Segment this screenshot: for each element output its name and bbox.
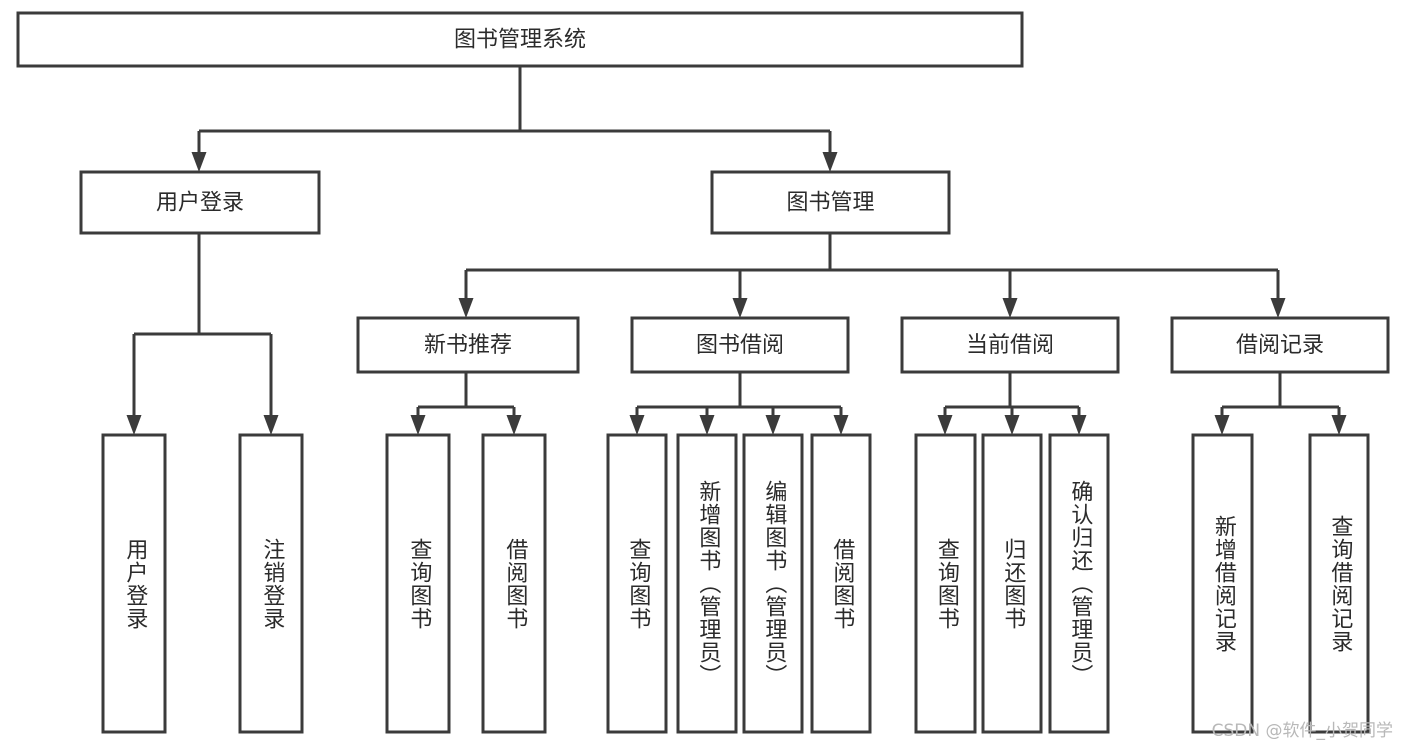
arrow-head-icon — [1004, 415, 1020, 435]
arrow-head-icon — [126, 415, 142, 435]
arrow-head-icon — [765, 415, 781, 435]
node-box-leaf-user-login[interactable] — [101, 433, 167, 734]
connector-book-borrow-to-leaves — [629, 372, 849, 435]
node-box-book-borrow[interactable] — [630, 316, 850, 374]
node-box-leaf-query-borrow-record[interactable] — [1308, 433, 1370, 734]
connector-current-borrow-to-leaves — [937, 372, 1087, 435]
arrow-head-icon — [1270, 298, 1286, 318]
arrow-head-icon — [629, 415, 645, 435]
node-label-book-borrow: 图书借阅 — [696, 333, 784, 358]
node-label-new-book-recommend: 新书推荐 — [424, 333, 512, 358]
connector-borrow-record-to-leaves — [1214, 372, 1347, 435]
arrow-head-icon — [263, 415, 279, 435]
node-box-leaf-return-book[interactable] — [981, 433, 1043, 734]
arrow-head-icon — [506, 415, 522, 435]
connectors-layer — [126, 66, 1347, 435]
node-box-new-book-recommend[interactable] — [356, 316, 580, 374]
node-box-leaf-borrow-book-recommend[interactable] — [481, 433, 547, 734]
node-box-root[interactable] — [16, 11, 1024, 68]
node-label-user-login: 用户登录 — [156, 191, 244, 216]
arrow-head-icon — [1002, 298, 1018, 318]
connector-book-manage-to-level2 — [458, 233, 1286, 318]
node-box-leaf-logout[interactable] — [238, 433, 304, 734]
arrow-head-icon — [822, 152, 838, 172]
node-box-leaf-confirm-return[interactable] — [1048, 433, 1110, 734]
connector-user-login-to-leaves — [126, 233, 279, 435]
node-box-book-manage[interactable] — [710, 170, 951, 235]
watermark: CSDN @软件_小贺同学 — [1211, 721, 1393, 741]
arrow-head-icon — [410, 415, 426, 435]
arrow-head-icon — [191, 152, 207, 172]
arrow-head-icon — [732, 298, 748, 318]
node-box-leaf-query-book-current[interactable] — [914, 433, 977, 734]
node-box-leaf-borrow-book[interactable] — [810, 433, 872, 734]
node-box-leaf-query-book-recommend[interactable] — [385, 433, 451, 734]
node-label-borrow-record: 借阅记录 — [1236, 333, 1324, 358]
node-label-current-borrow: 当前借阅 — [966, 333, 1054, 358]
node-box-user-login[interactable] — [79, 170, 321, 235]
node-label-root: 图书管理系统 — [454, 28, 586, 53]
node-box-leaf-query-book-borrow[interactable] — [606, 433, 668, 734]
node-box-leaf-edit-book[interactable] — [742, 433, 804, 734]
connector-root-to-level1 — [191, 66, 838, 172]
node-box-current-borrow[interactable] — [900, 316, 1120, 374]
arrow-head-icon — [458, 298, 474, 318]
node-box-leaf-add-borrow-record[interactable] — [1191, 433, 1254, 734]
connector-new-book-recommend-to-leaves — [410, 372, 522, 435]
arrow-head-icon — [833, 415, 849, 435]
node-box-leaf-add-book[interactable] — [676, 433, 738, 734]
node-box-borrow-record[interactable] — [1170, 316, 1390, 374]
arrow-head-icon — [699, 415, 715, 435]
arrow-head-icon — [1071, 415, 1087, 435]
arrow-head-icon — [1214, 415, 1230, 435]
arrow-head-icon — [937, 415, 953, 435]
node-label-book-manage: 图书管理 — [786, 191, 874, 216]
nodes-layer — [16, 11, 1390, 734]
arrow-head-icon — [1331, 415, 1347, 435]
